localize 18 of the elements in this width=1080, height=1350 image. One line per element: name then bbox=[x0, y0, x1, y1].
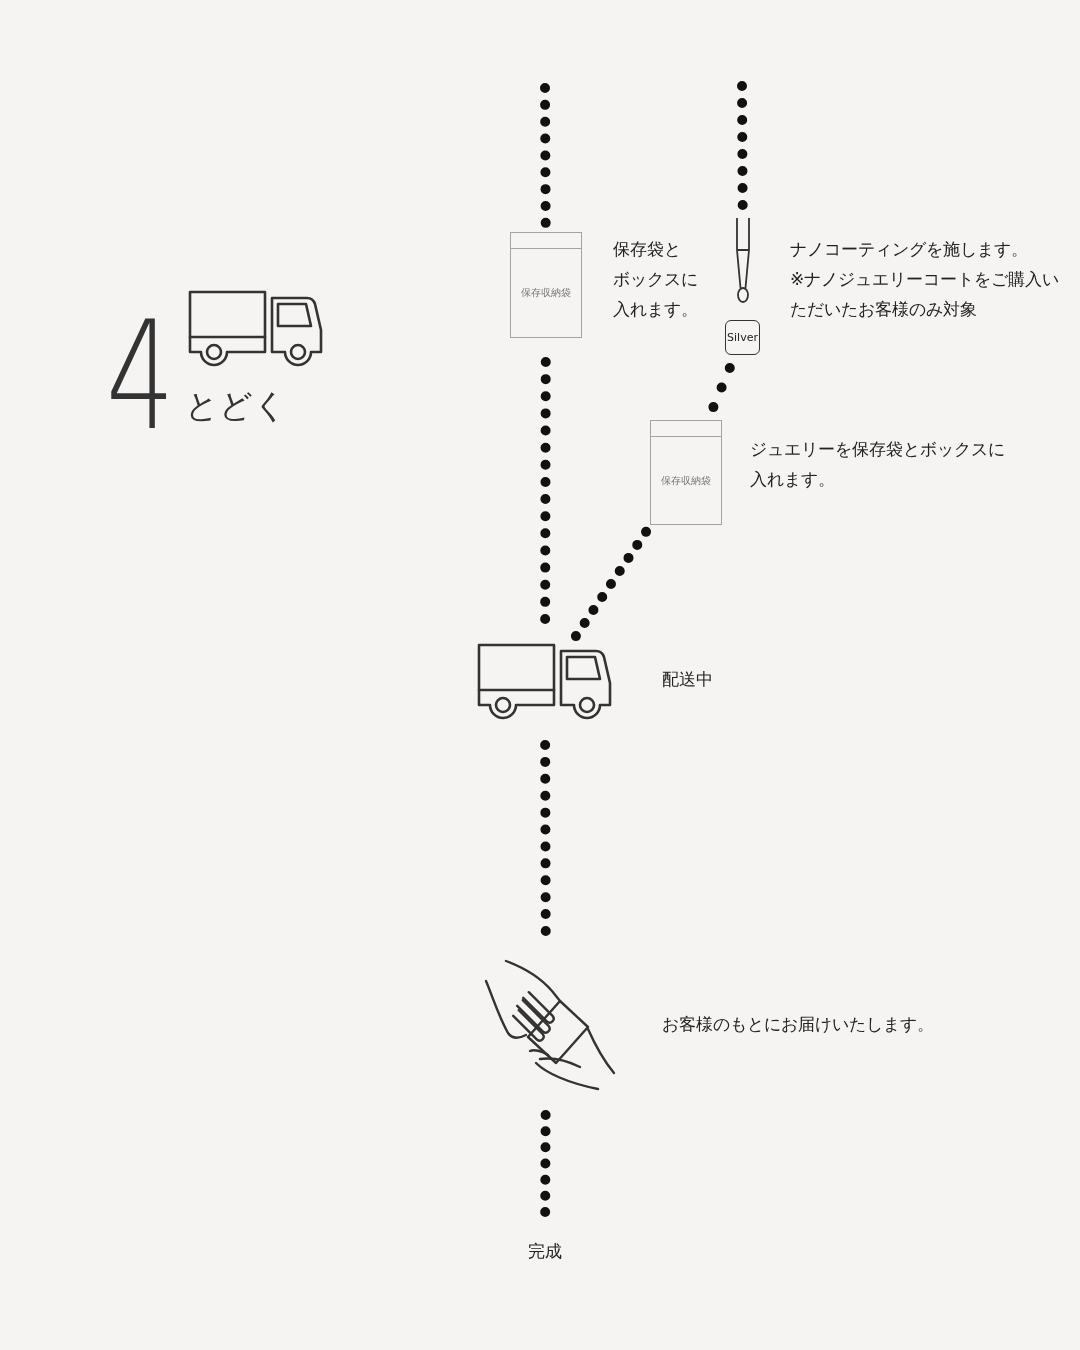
step-caption: お客様のもとにお届けいたします。 bbox=[662, 1013, 934, 1036]
bag-print-text: 保存収納袋 bbox=[661, 474, 711, 487]
brush-icon bbox=[735, 218, 751, 304]
bag-print-text: 保存収納袋 bbox=[521, 287, 571, 300]
storage-bag bbox=[650, 420, 722, 525]
step-caption: 保存袋とボックスに入れます。 bbox=[613, 238, 699, 321]
step-caption: ジュエリーを保存袋とボックスに入れます。 bbox=[750, 438, 1006, 491]
step-caption: ナノコーティングを施します。 bbox=[790, 238, 1029, 261]
step-caption: ※ナノジュエリーコートをご購入いただいたお客様のみ対象 bbox=[790, 268, 1061, 321]
storage-bag bbox=[510, 232, 582, 338]
dotted-line bbox=[570, 526, 652, 642]
end-label: 完成 bbox=[528, 1236, 562, 1266]
dotted-line bbox=[540, 83, 551, 229]
material-tag: Silver bbox=[725, 320, 760, 355]
truck-icon bbox=[477, 643, 613, 721]
step-title: とどく bbox=[185, 386, 287, 426]
step-number: 4 bbox=[106, 316, 175, 436]
step-caption: 配送中 bbox=[662, 668, 713, 691]
